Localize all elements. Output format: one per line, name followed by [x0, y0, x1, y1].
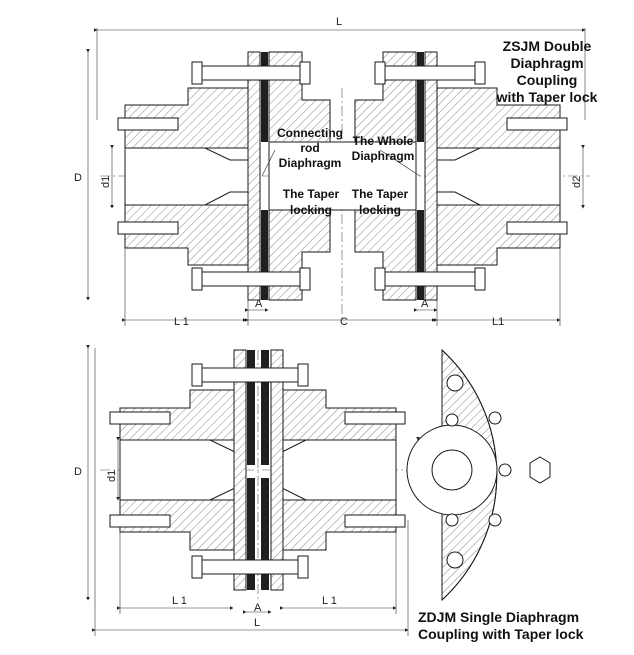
- top-dim-a-left: A: [255, 298, 263, 310]
- label-whole-diaphragm-2: Diaphragm: [352, 149, 415, 163]
- bottom-caption-line-1: ZDJM Single Diaphragm: [418, 609, 580, 625]
- bottom-caption-line-2: Coupling with Taper lock: [418, 626, 584, 642]
- bottom-dim-l1-left: L 1: [172, 595, 187, 607]
- top-dim-a-right: A: [421, 298, 429, 310]
- bottom-dim-d1: d1: [106, 470, 118, 482]
- top-coupling-drawing: L D d1 d2 L 1 C L1 A A Connecting rod Di…: [74, 16, 590, 328]
- bottom-dim-l: L: [254, 617, 260, 629]
- top-caption-line-4: with Taper lock: [496, 89, 598, 105]
- top-dim-d: D: [74, 172, 82, 184]
- top-caption: ZSJM Double Diaphragm Coupling with Tape…: [462, 38, 632, 106]
- label-connecting-rod-2: rod: [300, 141, 319, 155]
- top-caption-line-2: Diaphragm: [510, 55, 584, 71]
- label-connecting-rod-3: Diaphragm: [279, 156, 342, 170]
- top-dim-l1-right: L1: [492, 316, 504, 328]
- top-dim-c: C: [340, 316, 348, 328]
- bottom-coupling-drawing: L D d1 d2 L 1 L 1 A: [74, 345, 420, 636]
- bottom-dim-a: A: [254, 602, 262, 614]
- label-taper-left-1: The Taper: [283, 187, 340, 201]
- bottom-caption: ZDJM Single Diaphragm Coupling with Tape…: [418, 609, 632, 643]
- label-taper-right-2: locking: [359, 203, 401, 217]
- top-dim-l1-left: L 1: [174, 316, 189, 328]
- end-view-flange: [406, 348, 551, 602]
- top-dim-d1: d1: [100, 176, 112, 188]
- label-whole-diaphragm-1: The Whole: [353, 134, 414, 148]
- top-dim-l: L: [336, 16, 342, 28]
- label-connecting-rod-1: Connecting: [277, 126, 343, 140]
- label-taper-left-2: locking: [290, 203, 332, 217]
- bottom-dim-l1-right: L 1: [322, 595, 337, 607]
- top-caption-line-1: ZSJM Double: [502, 38, 592, 54]
- top-caption-line-3: Coupling: [516, 72, 578, 88]
- label-taper-right-1: The Taper: [352, 187, 409, 201]
- bottom-dim-d: D: [74, 466, 82, 478]
- top-dim-d2: d2: [571, 176, 583, 188]
